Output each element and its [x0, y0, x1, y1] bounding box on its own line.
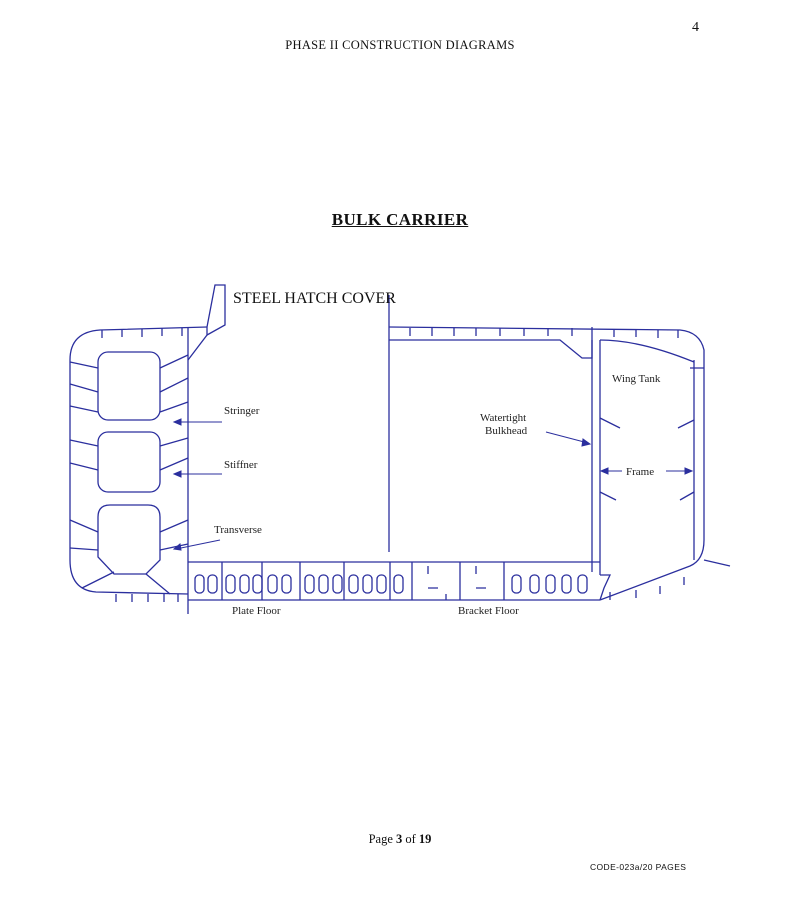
left-tank-middle	[97, 431, 161, 493]
footer-prefix: Page	[368, 832, 396, 846]
frame-left-arrowhead	[599, 467, 609, 475]
right-deck	[388, 326, 705, 601]
bulkhead-arrowhead	[581, 438, 592, 447]
label-stringer: Stringer	[224, 405, 260, 417]
right-deck-underside	[389, 339, 593, 359]
page-header: PHASE II CONSTRUCTION DIAGRAMS	[285, 38, 515, 52]
left-hopper	[187, 327, 208, 361]
left-webs	[69, 354, 189, 595]
left-deck-frames	[101, 328, 183, 338]
page-corner-number: 4	[692, 20, 699, 35]
frame-right-arrowhead	[684, 467, 694, 475]
right-bottom-hopper	[599, 559, 731, 601]
left-tank-lower	[97, 504, 161, 575]
bracket-floor-brackets	[427, 566, 486, 600]
document-code: CODE-023a/20 PAGES	[590, 862, 687, 872]
label-arrows	[172, 418, 694, 551]
label-stiffner: Stiffner	[224, 459, 258, 471]
left-tank-upper	[97, 351, 161, 421]
page-footer: Page 3 of 19	[0, 832, 800, 847]
label-frame: Frame	[626, 466, 654, 478]
diagram-title: BULK CARRIER	[331, 210, 469, 229]
stiffner-arrowhead	[172, 470, 182, 478]
label-wing-tank: Wing Tank	[612, 373, 661, 385]
hatch-coaming	[206, 284, 226, 336]
label-plate-floor: Plate Floor	[232, 605, 281, 617]
label-steel-hatch-cover: STEEL HATCH COVER	[233, 290, 396, 307]
label-transverse: Transverse	[214, 524, 262, 536]
label-bracket-floor: Bracket Floor	[458, 605, 519, 617]
floor-lightening-holes	[194, 574, 588, 594]
hull-structure	[69, 284, 731, 614]
wing-tank-knuckle	[599, 339, 704, 369]
left-hull-outline	[69, 326, 208, 595]
label-bulkhead: Bulkhead	[485, 425, 528, 437]
footer-of: of	[402, 832, 419, 846]
footer-current-page: 3	[396, 832, 403, 846]
label-watertight: Watertight	[480, 412, 526, 424]
right-deck-frames	[409, 328, 679, 338]
right-bottom-frames	[609, 577, 685, 600]
transverse-arrowhead	[172, 543, 182, 551]
wing-tank-frames	[599, 417, 695, 501]
left-bottom-frames	[115, 594, 179, 602]
stringer-arrowhead	[172, 418, 182, 426]
footer-total-pages: 19	[418, 832, 432, 846]
